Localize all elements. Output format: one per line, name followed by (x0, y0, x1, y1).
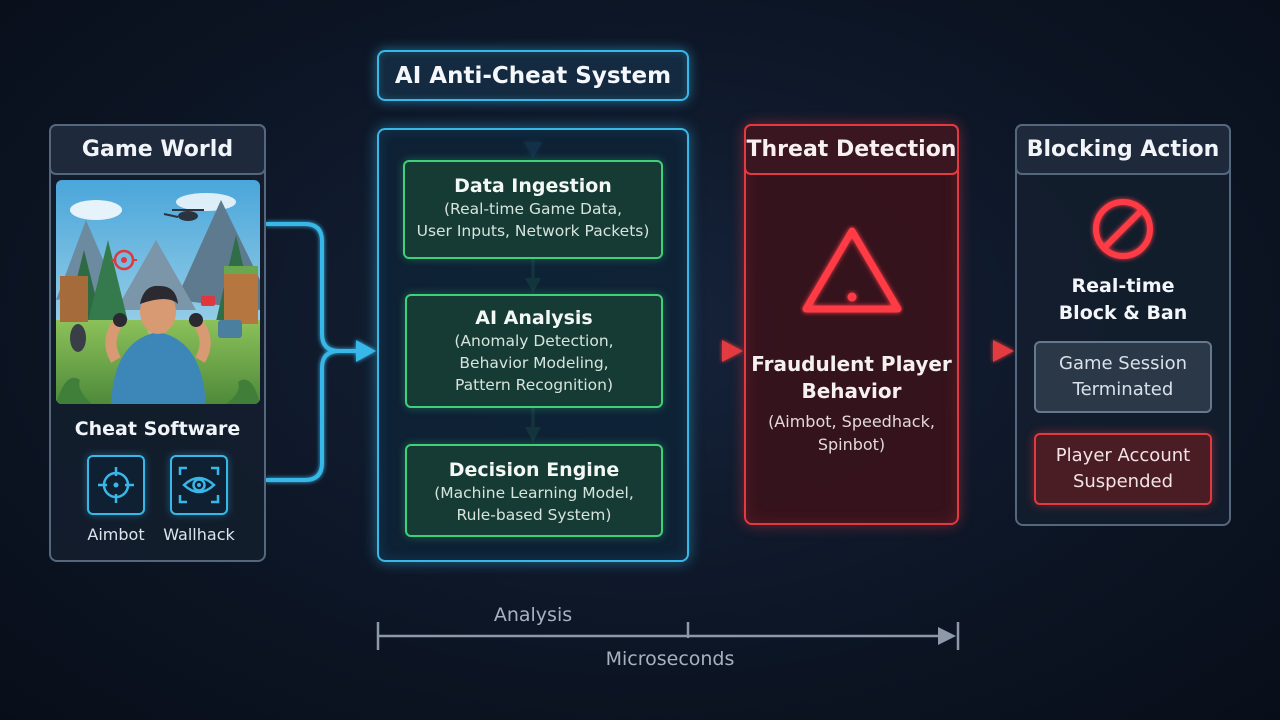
threat-detail: (Aimbot, Speedhack, Spinbot) (768, 412, 935, 454)
game-scene-illustration (56, 180, 260, 404)
diagram-title: AI Anti-Cheat System (377, 50, 689, 101)
stage-title: Decision Engine (448, 459, 620, 481)
stage-data-ingestion: Data Ingestion (Real-time Game Data, Use… (403, 160, 663, 259)
threat-to-block-arrowhead (993, 340, 1014, 362)
game-to-ai-connector (266, 222, 358, 482)
threat-title: Fraudulent Player Behavior (751, 352, 952, 403)
aimbot-tile (87, 455, 145, 515)
stage-detail: (Machine Learning Model, Rule-based Syst… (434, 484, 634, 524)
player-avatar (105, 285, 211, 404)
wallhack-tile (170, 455, 228, 515)
blocking-action-header: Blocking Action (1015, 124, 1231, 175)
ban-icon (1089, 195, 1157, 263)
stage-ai-analysis: AI Analysis (Anomaly Detection, Behavior… (405, 294, 663, 408)
session-terminated-box: Game Session Terminated (1034, 341, 1212, 413)
stage-title: Data Ingestion (454, 175, 612, 197)
stage-detail: (Anomaly Detection, Behavior Modeling, P… (454, 332, 614, 394)
threat-detection-header: Threat Detection (744, 124, 959, 175)
wallhack-label: Wallhack (163, 525, 235, 544)
game-world-header: Game World (49, 124, 266, 175)
stage-detail: (Real-time Game Data, User Inputs, Netwo… (416, 200, 650, 240)
timeline-arrowhead (938, 627, 956, 645)
ai-to-threat-arrowhead (722, 340, 743, 362)
game-to-ai-arrowhead (356, 340, 376, 362)
timeline-analysis-label: Analysis (493, 604, 573, 626)
eye-scan-icon (178, 466, 220, 504)
aimbot-label: Aimbot (87, 525, 145, 544)
stage-title: AI Analysis (475, 307, 593, 329)
helicopter-icon (163, 209, 204, 221)
timeline-scale-label: Microseconds (605, 648, 735, 670)
account-suspended-box: Player Account Suspended (1034, 433, 1212, 505)
threat-detection-panel (744, 124, 959, 525)
crosshair-icon (98, 467, 134, 503)
cheat-software-title: Cheat Software (74, 418, 241, 440)
warning-icon (800, 225, 904, 317)
blocking-title: Real-time Block & Ban (1058, 275, 1188, 324)
timeline-axis (376, 622, 960, 650)
target-reticle-icon (111, 249, 137, 271)
stage-decision-engine: Decision Engine (Machine Learning Model,… (405, 444, 663, 537)
